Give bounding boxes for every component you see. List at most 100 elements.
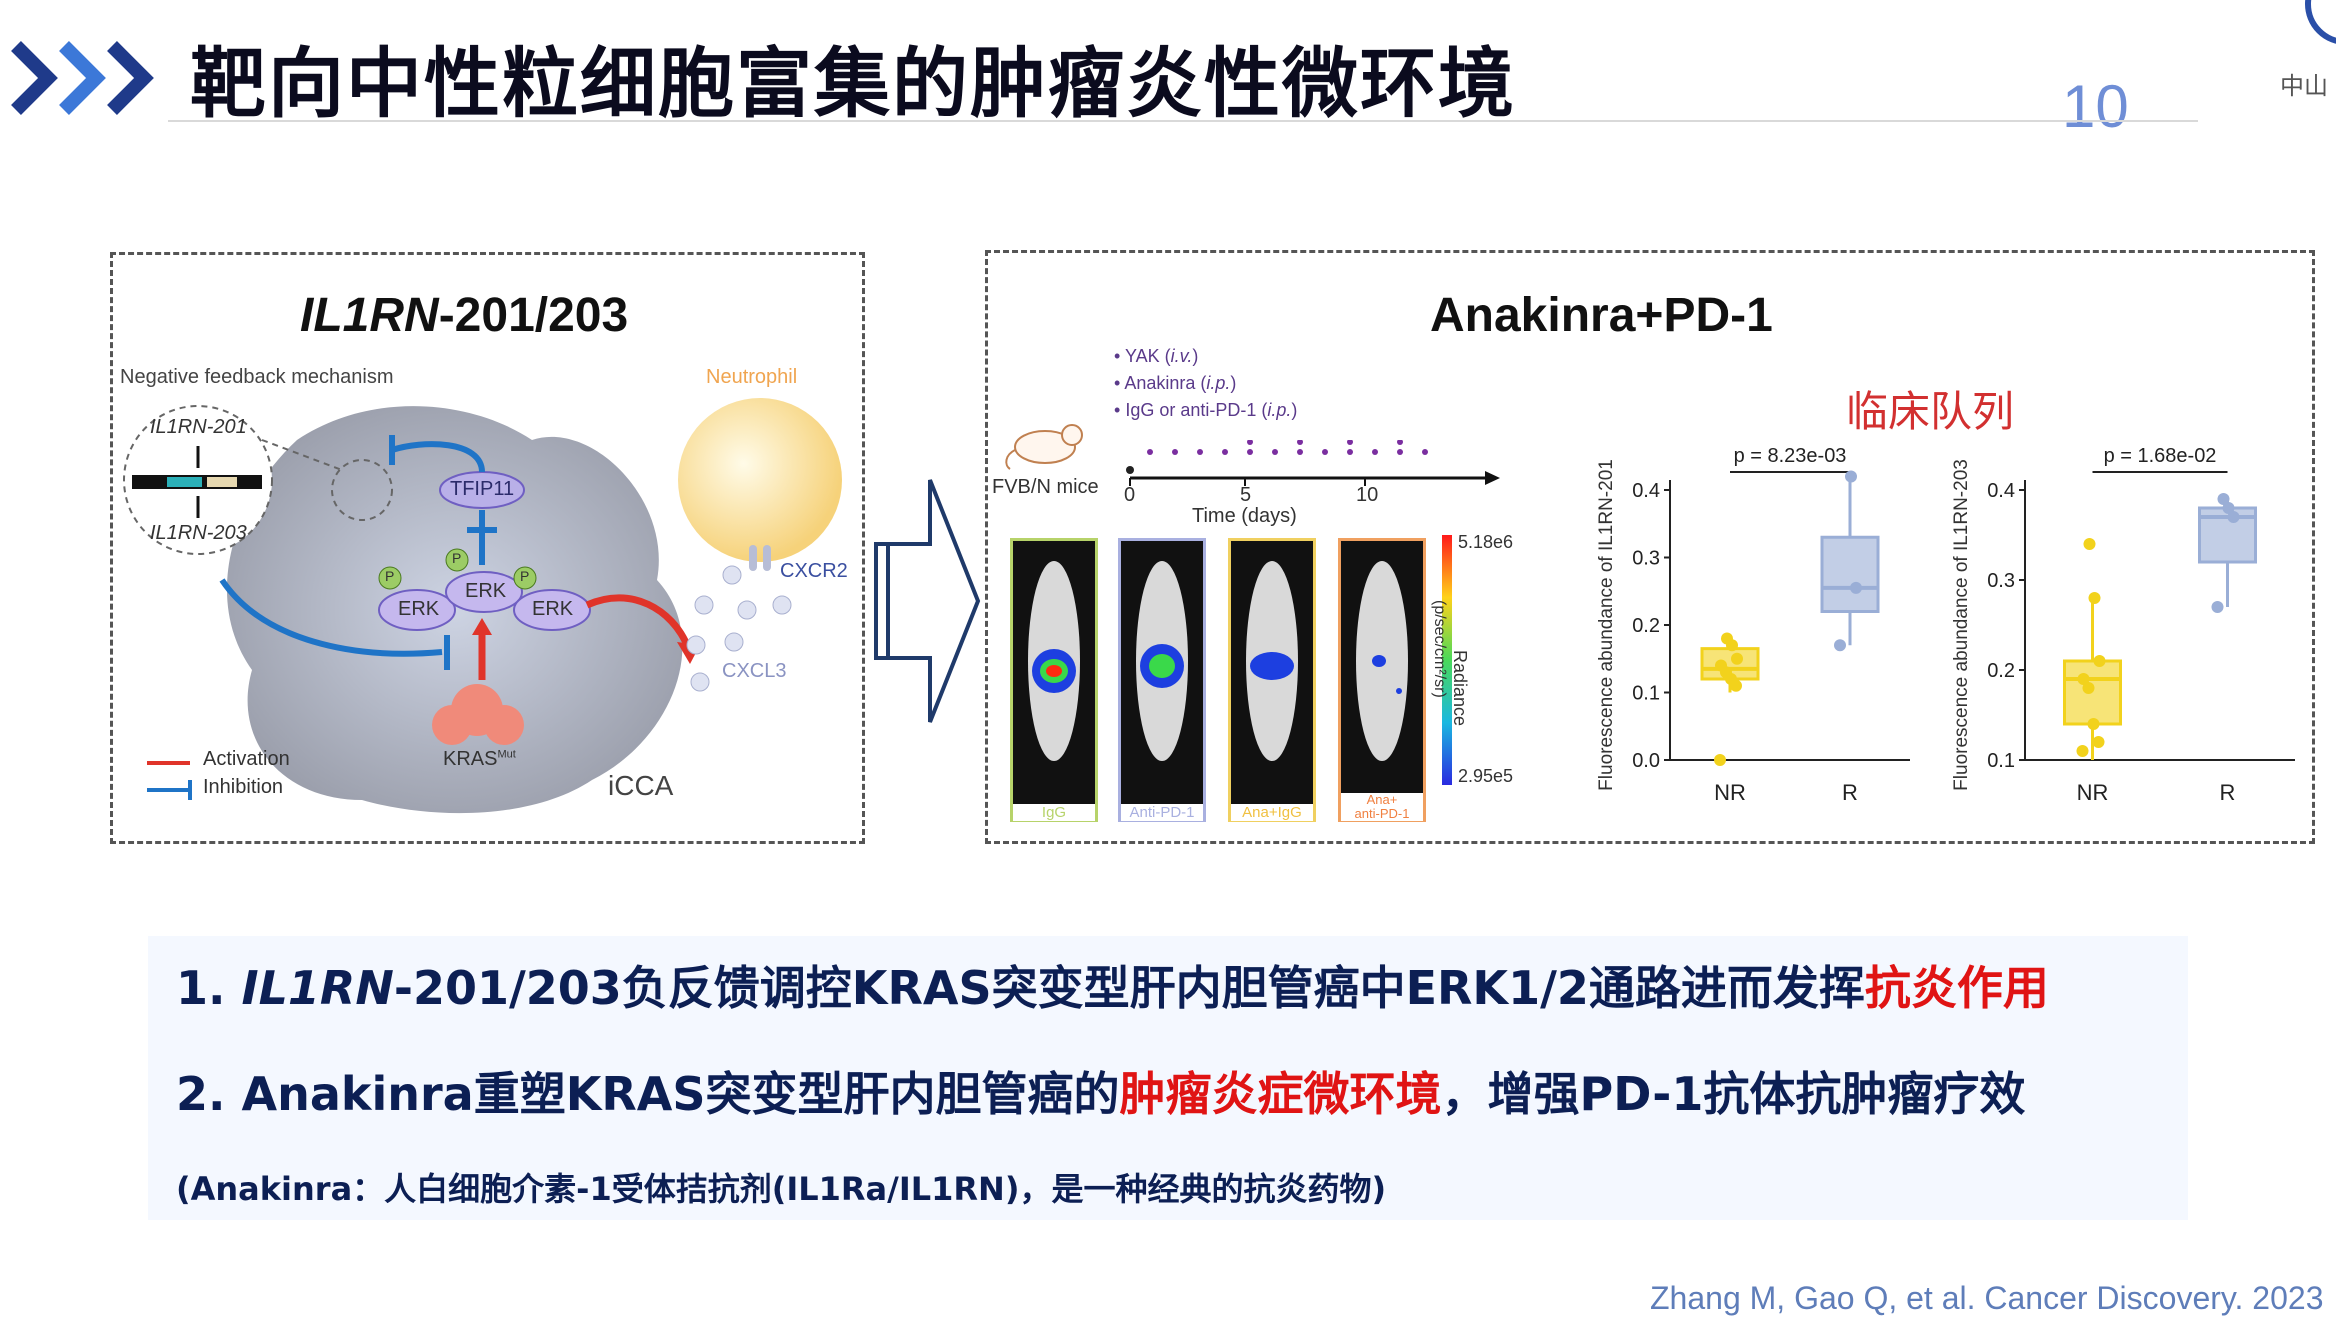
neutrophil-cell (678, 398, 842, 562)
erk-label: ERK (465, 580, 507, 602)
phospho-label: P (452, 550, 462, 566)
cxcr2-label: CXCR2 (780, 560, 848, 582)
data-point (1834, 639, 1846, 652)
data-point (2092, 736, 2105, 748)
phospho-label: P (520, 568, 530, 584)
phospho-icon (445, 548, 469, 572)
university-logo-icon (2305, 0, 2336, 44)
treatment-panel (985, 250, 2315, 844)
x-tick-label: NR (2077, 780, 2109, 805)
isoform-201-label: IL1RN-201 (150, 416, 247, 438)
inhibition-legend: Inhibition (203, 776, 284, 798)
radiance-unit: (p/sec/cm²/sr) (1431, 600, 1448, 698)
erk-node (513, 589, 591, 631)
timeline-tick: 10 (1356, 484, 1379, 506)
timeline-tick: 0 (1124, 484, 1136, 506)
title-divider (168, 120, 2198, 122)
box-body (1820, 535, 1880, 613)
citation: Zhang M, Gao Q, et al. Cancer Discovery.… (1650, 1280, 2324, 1316)
cxcl3-label: CXCL3 (722, 660, 787, 682)
phospho-icon (378, 566, 402, 590)
data-point (1715, 659, 1727, 672)
box-body (2063, 659, 2122, 726)
x-tick-label: R (2220, 780, 2236, 805)
data-point (2083, 538, 2096, 550)
y-axis-label: Fluorescence abundance of IL1RN-201 (1596, 459, 1617, 791)
mouse-image-ana-igg: Ana+IgG (1228, 538, 1316, 822)
radiance-label: Radiance (1450, 650, 1470, 727)
data-point (2082, 682, 2095, 694)
p-value-label: p = 8.23e-03 (1734, 445, 1847, 467)
activation-legend: Activation (203, 748, 290, 770)
x-tick-label: R (1842, 780, 1858, 805)
logo-text: 中山 (2280, 72, 2328, 100)
mouse-icon (1005, 424, 1083, 470)
mechanism-panel (110, 252, 865, 844)
mouse-image-ana-antipd1: Ana+ anti-PD-1 (1338, 538, 1426, 822)
p-value-label: p = 1.68e-02 (2104, 445, 2217, 467)
phospho-label: P (385, 568, 395, 584)
y-tick-label: 0.4 (1632, 480, 1660, 502)
data-point (2077, 673, 2090, 685)
boxplot-il1rn-203: 0.1 0.2 0.3 0.4NR R Fluorescence abundance of… (1951, 445, 2295, 805)
y-tick-label: 0.1 (1987, 750, 2015, 772)
right-arrow-icon (874, 479, 981, 723)
radiance-max: 5.18e6 (1458, 532, 1514, 552)
kras-label: KRASMut (443, 748, 516, 770)
y-tick-label: 0.1 (1632, 683, 1660, 705)
radiance-min: 2.95e5 (1458, 766, 1514, 786)
summary-line-2: 2. Anakinra重塑KRAS突变型肝内胆管癌的肿瘤炎症微环境，增强PD-1… (176, 1067, 2026, 1121)
timeline-tick: 5 (1240, 484, 1252, 506)
y-tick-label: 0.3 (1632, 548, 1660, 570)
data-point (1850, 581, 1862, 594)
summary-note: (Anakinra：人白细胞介素-1受体拮抗剂(IL1Ra/IL1RN)，是一种… (176, 1170, 1387, 1208)
mechanism-diagram (123, 398, 842, 814)
x-tick-label: NR (1714, 780, 1746, 805)
summary-box (148, 936, 2188, 1220)
erk-node (445, 571, 523, 613)
legend-anakinra: • Anakinra (i.p.) (1114, 373, 1237, 393)
page-number: 10 (2062, 73, 2129, 140)
y-tick-label: 0.4 (1987, 480, 2015, 502)
tfip11-label: TFIP11 (450, 478, 515, 500)
data-point (2211, 601, 2224, 613)
y-tick-label: 0.2 (1632, 615, 1660, 637)
timeline-label: Time (days) (1192, 505, 1297, 527)
y-tick-label: 0.0 (1632, 750, 1660, 772)
erk-node (378, 589, 456, 631)
data-point (1845, 470, 1857, 483)
data-point (2217, 493, 2230, 505)
icca-label: iCCA (608, 770, 674, 801)
legend-yak: • YAK (i.v.) (1114, 346, 1199, 366)
data-point (2093, 655, 2106, 667)
data-point (2088, 592, 2101, 604)
chevron-arrows-icon (11, 41, 154, 115)
mouse-image-igg: IgG (1010, 538, 1098, 822)
neutrophil-label: Neutrophil (706, 366, 798, 388)
isoform-203-label: IL1RN-203 (150, 522, 247, 544)
mouse-image-anti-pd1: Anti-PD-1 (1118, 538, 1206, 822)
mechanism-title: IL1RN-201/203 (300, 289, 629, 342)
y-tick-label: 0.3 (1987, 570, 2015, 592)
summary-line-1: 1. IL1RN-201/203负反馈调控KRAS突变型肝内胆管癌中ERK1/2… (176, 961, 2049, 1015)
page-title: 靶向中性粒细胞富集的肿瘤炎性微环境 (190, 39, 1516, 128)
erk-label: ERK (398, 598, 440, 620)
erk-label: ERK (532, 598, 574, 620)
data-point (2087, 718, 2100, 730)
phospho-icon (513, 566, 537, 590)
data-point (2222, 502, 2235, 514)
data-point (1714, 754, 1726, 766)
clinical-cohort-title: 临床队列 (1846, 387, 2015, 436)
mouse-strain-label: FVB/N mice (992, 476, 1099, 498)
legend-antibody: • IgG or anti-PD-1 (i.p.) (1114, 400, 1298, 420)
data-point (1721, 632, 1733, 645)
data-point (2227, 511, 2240, 523)
y-axis-label: Fluorescence abundance of IL1RN-203 (1951, 459, 1972, 791)
negative-feedback-label: Negative feedback mechanism (120, 366, 394, 388)
boxplot-il1rn-201: 0.0 0.1 0.2 0.3 0.4NR R Fluorescence abundance… (1596, 445, 1910, 805)
data-point (1731, 652, 1743, 665)
dosing-timeline (1126, 440, 1500, 486)
y-tick-label: 0.2 (1987, 660, 2015, 682)
radiance-colorbar (1442, 535, 1452, 785)
data-point (2076, 745, 2089, 757)
